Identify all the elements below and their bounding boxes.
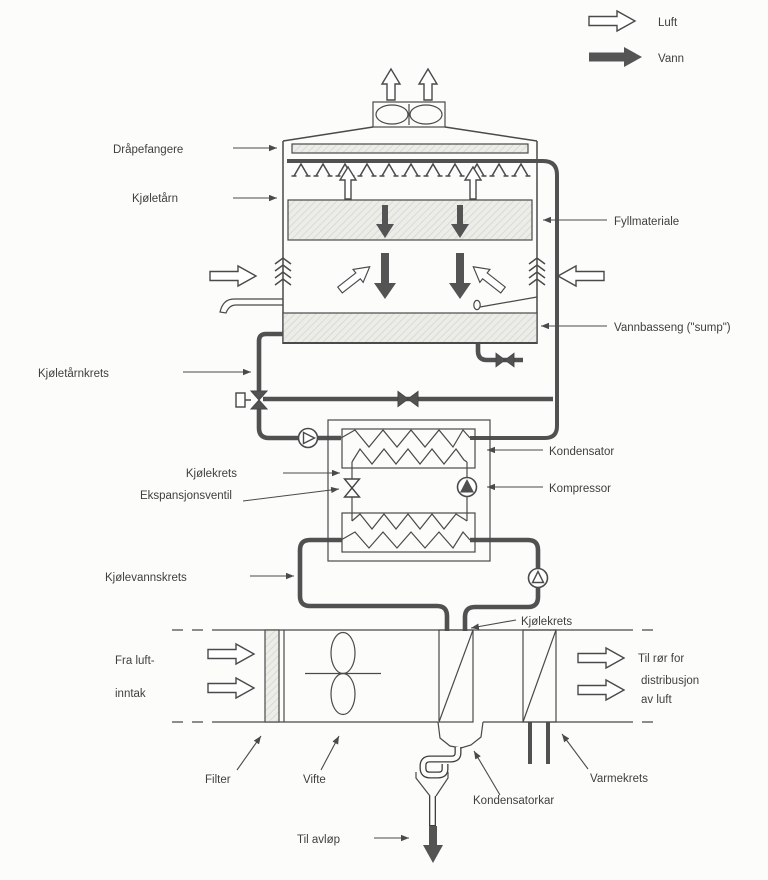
label-kondensator: Kondensator xyxy=(549,446,614,458)
label-kjolekrets2: Kjølekrets xyxy=(521,616,572,628)
air-duct xyxy=(172,629,658,863)
spray-nozzles xyxy=(290,163,532,177)
condensate-tray xyxy=(437,721,484,749)
condenser xyxy=(340,428,476,469)
air-inlet-arrow-icon xyxy=(209,265,257,287)
label-til-avlop: Til avløp xyxy=(297,834,340,846)
bypass-valve-icon xyxy=(397,391,419,407)
evaporator xyxy=(340,512,476,553)
label-varmekrets: Varmekrets xyxy=(590,773,648,785)
chilled-water-pump-icon xyxy=(527,567,549,589)
filter-element xyxy=(264,629,285,723)
label-kjolevannskrets: Kjølevannskrets xyxy=(105,572,187,584)
water-down-arrow-icon xyxy=(374,253,396,299)
label-fyllmateriale: Fyllmateriale xyxy=(614,216,679,228)
drain-arrow-icon xyxy=(423,826,443,863)
label-til-ror-2: distribusjon xyxy=(641,675,699,687)
air-arrow-icon xyxy=(588,10,636,32)
legend-water-label: Vann xyxy=(658,53,684,65)
expansion-valve-icon xyxy=(343,478,361,498)
chiller-unit xyxy=(327,419,491,562)
tower-circuit-pump-icon xyxy=(297,427,319,449)
basin-drain-pipe xyxy=(475,344,523,363)
exhaust-air-arrow-icon xyxy=(380,67,402,101)
label-ekspansjonsventil: Ekspansjonsventil xyxy=(140,490,232,502)
drain-trap xyxy=(419,747,462,779)
label-drapefangere: Dråpefangere xyxy=(113,144,183,156)
drain-valve-icon xyxy=(495,352,515,368)
legend-air-label: Luft xyxy=(658,17,678,29)
compressor-icon xyxy=(456,476,478,498)
chilled-water-pipe xyxy=(297,537,450,631)
label-kondensatorkar: Kondensatorkar xyxy=(473,795,554,807)
droplet-catcher xyxy=(291,143,529,154)
legend: Luft Vann xyxy=(588,10,684,67)
duct-dashed-ends xyxy=(172,629,658,723)
water-basin xyxy=(282,312,538,344)
label-filter: Filter xyxy=(205,774,231,786)
spray-header-riser-pipe xyxy=(287,159,559,440)
duct-air-arrow-icon xyxy=(577,647,625,669)
label-til-ror-1: Til rør for xyxy=(638,653,684,665)
labels: Dråpefangere Kjøletårn Fyllmateriale Van… xyxy=(38,144,731,846)
label-fra-luft-1: Fra luft- xyxy=(115,655,155,667)
piping xyxy=(235,331,553,764)
water-down-arrow-icon xyxy=(449,253,471,299)
duct-air-arrow-icon xyxy=(207,677,255,699)
tower-roof xyxy=(282,126,538,142)
tower-circuit-pipe xyxy=(256,409,341,441)
label-kompressor: Kompressor xyxy=(549,483,611,495)
fill-material xyxy=(287,199,533,241)
label-vifte: Vifte xyxy=(303,774,326,786)
water-down-arrow-icon xyxy=(451,205,469,238)
heating-circuit-pipes xyxy=(528,722,550,764)
overflow-spout xyxy=(219,298,283,314)
tower-fan-icon xyxy=(372,101,446,128)
three-way-valve-icon xyxy=(235,390,269,410)
label-til-ror-3: av luft xyxy=(641,694,672,706)
water-arrow-icon xyxy=(589,47,642,67)
duct-air-arrow-icon xyxy=(577,679,625,701)
exhaust-air-arrow-icon xyxy=(417,67,439,101)
cooling-tower xyxy=(209,67,605,440)
air-up-arrow-icon xyxy=(338,165,358,200)
drain-funnel xyxy=(415,772,449,827)
duct-air-arrow-icon xyxy=(207,643,255,665)
water-down-arrow-icon xyxy=(376,205,394,238)
air-diagonal-arrow-icon xyxy=(467,259,509,298)
air-inlet-arrow-icon xyxy=(557,265,605,287)
label-vannbasseng: Vannbasseng ("sump") xyxy=(614,322,731,334)
label-kjoletarnkrets: Kjøletårnkrets xyxy=(38,368,109,380)
refrigerant-pipes xyxy=(351,462,468,521)
air-diagonal-arrow-icon xyxy=(334,259,376,298)
supply-fan-icon xyxy=(305,631,381,716)
chilled-water-pipe xyxy=(462,537,541,631)
tower-circuit-pipe xyxy=(256,331,283,391)
float-valve-icon xyxy=(473,296,538,311)
label-fra-luft-2: inntak xyxy=(115,688,146,700)
label-kjolekrets: Kjølekrets xyxy=(186,468,237,480)
label-kjoletarn: Kjøletårn xyxy=(132,193,178,205)
cooling-coil xyxy=(438,629,474,723)
tower-walls xyxy=(282,141,538,344)
air-up-arrow-icon xyxy=(463,165,483,200)
heating-coil xyxy=(522,629,557,723)
